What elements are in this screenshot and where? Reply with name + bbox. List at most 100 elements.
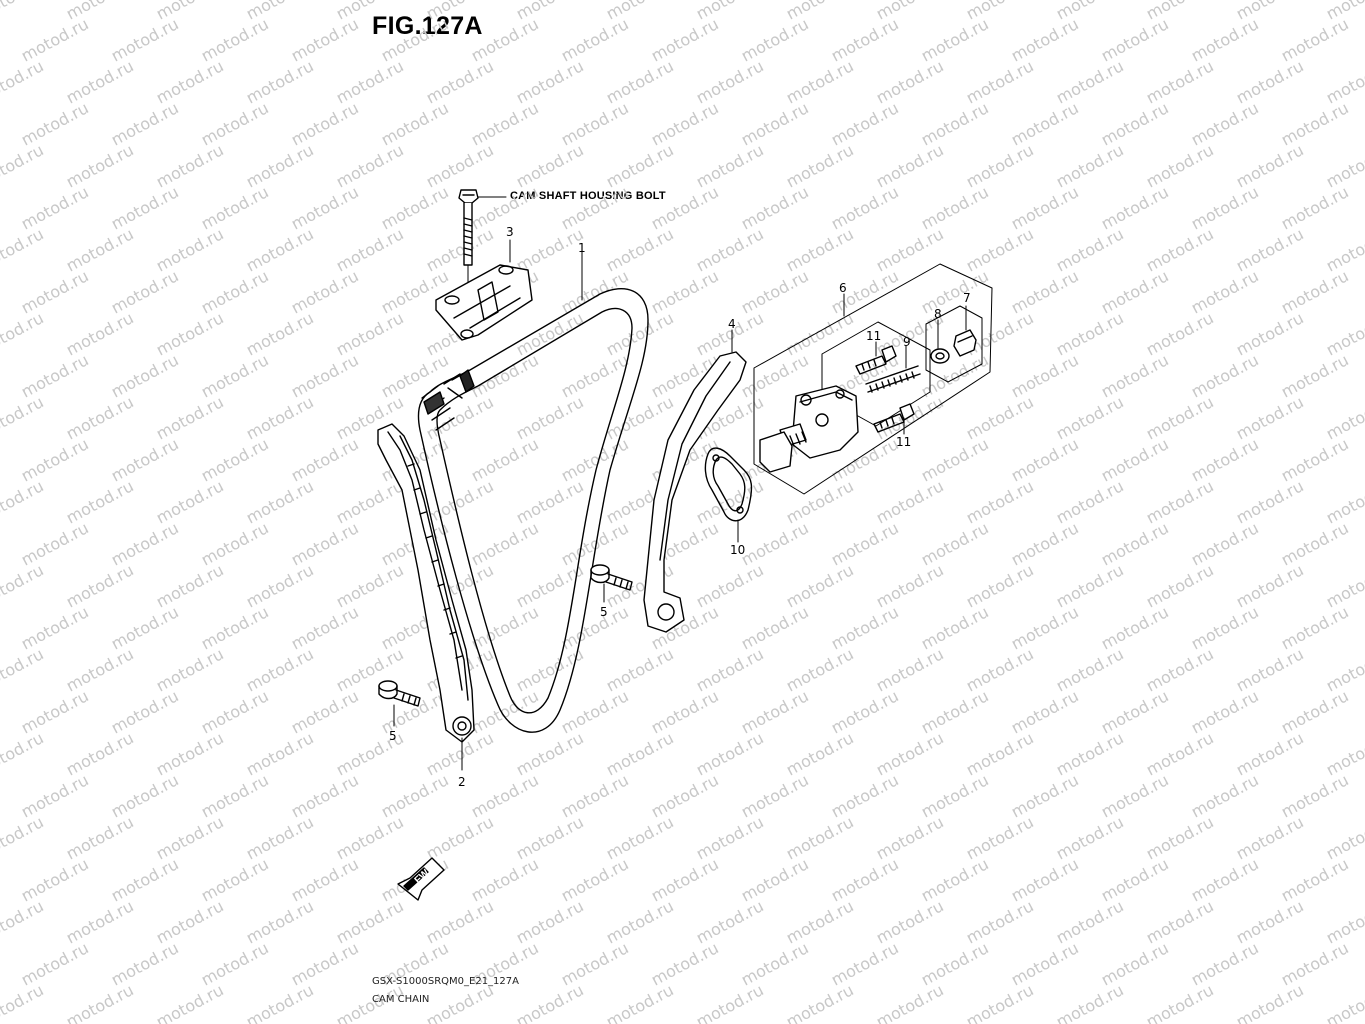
watermark-text: motod.ru [153, 896, 227, 947]
watermark-text: motod.ru [108, 266, 182, 317]
watermark-text: motod.ru [63, 140, 137, 191]
watermark-text: motod.ru [648, 98, 722, 149]
watermark-text: motod.ru [198, 602, 272, 653]
watermark-text: motod.ru [243, 140, 317, 191]
watermark-text: motod.ru [18, 98, 92, 149]
watermark-text: motod.ru [108, 854, 182, 905]
watermark-text: motod.ru [738, 770, 812, 821]
watermark-text: motod.ru [918, 686, 992, 737]
watermark-text: motod.ru [1143, 140, 1217, 191]
watermark-text: motod.ru [603, 728, 677, 779]
watermark-text: motod.ru [1053, 896, 1127, 947]
watermark-text: motod.ru [963, 476, 1037, 527]
fwd-arrow [397, 857, 445, 901]
watermark-text: motod.ru [1008, 266, 1082, 317]
watermark-text: motod.ru [1233, 56, 1307, 107]
watermark-text: motod.ru [0, 896, 47, 947]
watermark-text: motod.ru [468, 518, 542, 569]
watermark-text: motod.ru [468, 602, 542, 653]
watermark-text: motod.ru [288, 182, 362, 233]
watermark-text: motod.ru [63, 896, 137, 947]
watermark-text: motod.ru [918, 518, 992, 569]
watermark-text: motod.ru [1278, 14, 1352, 65]
watermark-text: motod.ru [513, 56, 587, 107]
watermark-text: motod.ru [1323, 56, 1365, 107]
watermark-text: motod.ru [108, 938, 182, 989]
watermark-text: motod.ru [198, 854, 272, 905]
watermark-text: motod.ru [1143, 308, 1217, 359]
watermark-text: motod.ru [423, 140, 497, 191]
watermark-text: motod.ru [63, 224, 137, 275]
watermark-text: motod.ru [1188, 854, 1262, 905]
watermark-text: motod.ru [288, 14, 362, 65]
watermark-text: motod.ru [828, 686, 902, 737]
watermark-text: motod.ru [603, 140, 677, 191]
watermark-text: motod.ru [693, 896, 767, 947]
watermark-text: motod.ru [873, 476, 947, 527]
watermark-text: motod.ru [18, 434, 92, 485]
watermark-text: motod.ru [468, 434, 542, 485]
watermark-text: motod.ru [963, 308, 1037, 359]
part-11-bolt-lower [873, 403, 915, 435]
watermark-text: motod.ru [828, 938, 902, 989]
watermark-text: motod.ru [693, 224, 767, 275]
part-8-washer [930, 319, 950, 364]
watermark-text: motod.ru [603, 224, 677, 275]
watermark-text: motod.ru [378, 770, 452, 821]
watermark-text: motod.ru [1053, 56, 1127, 107]
watermark-text: motod.ru [153, 812, 227, 863]
watermark-text: motod.ru [558, 182, 632, 233]
watermark-text: motod.ru [333, 896, 407, 947]
watermark-text: motod.ru [963, 56, 1037, 107]
watermark-text: motod.ru [198, 182, 272, 233]
watermark-text: motod.ru [828, 14, 902, 65]
watermark-text: motod.ru [1188, 98, 1262, 149]
part-10-gasket [704, 447, 753, 543]
watermark-text: motod.ru [1098, 854, 1172, 905]
watermark-text: motod.ru [513, 224, 587, 275]
part-11-bolt-upper [855, 341, 897, 375]
watermark-text: motod.ru [1233, 140, 1307, 191]
watermark-text: motod.ru [1098, 434, 1172, 485]
watermark-text: motod.ru [648, 182, 722, 233]
watermark-text: motod.ru [18, 770, 92, 821]
watermark-text: motod.ru [1098, 518, 1172, 569]
watermark-text: motod.ru [693, 56, 767, 107]
watermark-text: motod.ru [333, 140, 407, 191]
watermark-text: motod.ru [1008, 854, 1082, 905]
watermark-text: motod.ru [783, 644, 857, 695]
watermark-text: motod.ru [288, 350, 362, 401]
watermark-text: motod.ru [513, 140, 587, 191]
watermark-text: motod.ru [1323, 308, 1365, 359]
watermark-text: motod.ru [693, 728, 767, 779]
watermark-text: motod.ru [18, 854, 92, 905]
watermark-text: motod.ru [603, 644, 677, 695]
watermark-text: motod.ru [783, 896, 857, 947]
watermark-text: motod.ru [198, 434, 272, 485]
watermark-text: motod.ru [693, 980, 767, 1024]
watermark-text: motod.ru [1278, 602, 1352, 653]
watermark-text: motod.ru [1143, 812, 1217, 863]
watermark-text: motod.ru [243, 644, 317, 695]
watermark-text: motod.ru [603, 812, 677, 863]
watermark-text: motod.ru [0, 560, 47, 611]
part-number-9: 9 [903, 335, 911, 349]
part-9-spring [865, 345, 921, 393]
watermark-text: motod.ru [333, 560, 407, 611]
watermark-text: motod.ru [1008, 182, 1082, 233]
watermark-text: motod.ru [1233, 392, 1307, 443]
watermark-text: motod.ru [1188, 14, 1262, 65]
watermark-text: motod.ru [153, 308, 227, 359]
watermark-text: motod.ru [918, 434, 992, 485]
watermark-text: motod.ru [288, 602, 362, 653]
watermark-text: motod.ru [1053, 980, 1127, 1024]
watermark-text: motod.ru [1008, 14, 1082, 65]
watermark-text: motod.ru [963, 812, 1037, 863]
watermark-text: motod.ru [0, 392, 47, 443]
watermark-text: motod.ru [693, 644, 767, 695]
watermark-text: motod.ru [603, 392, 677, 443]
watermark-text: motod.ru [1143, 644, 1217, 695]
watermark-text: motod.ru [783, 980, 857, 1024]
watermark-text: motod.ru [1323, 644, 1365, 695]
watermark-text: motod.ru [198, 14, 272, 65]
